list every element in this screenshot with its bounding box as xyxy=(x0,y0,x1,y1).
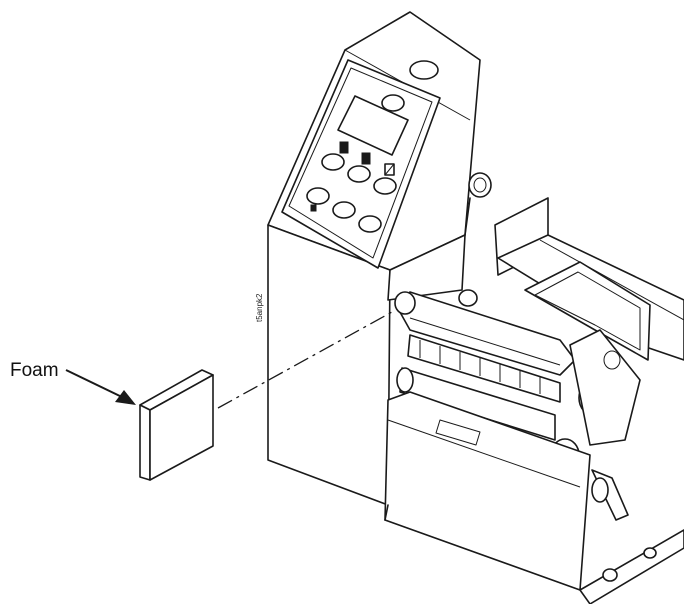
panel-top-button xyxy=(381,94,405,112)
panel-button xyxy=(321,153,345,171)
control-panel xyxy=(281,59,441,269)
ring-bracket xyxy=(468,172,492,198)
callout-arrow-shaft xyxy=(65,369,125,399)
foam-piece xyxy=(139,369,214,481)
print-mechanism xyxy=(394,289,641,521)
figure-code: t5anpk2 xyxy=(255,293,264,322)
insertion-guide-line xyxy=(217,311,393,409)
foam-label: Foam xyxy=(10,360,59,381)
panel-button xyxy=(347,165,371,183)
panel-button xyxy=(373,177,397,195)
panel-button xyxy=(358,215,382,233)
printer-base xyxy=(384,391,684,604)
arrow-head-icon xyxy=(115,390,136,405)
rear-housing xyxy=(464,172,684,361)
foam-callout: Foam xyxy=(10,360,136,405)
panel-button xyxy=(332,201,356,219)
panel-button xyxy=(306,187,330,205)
